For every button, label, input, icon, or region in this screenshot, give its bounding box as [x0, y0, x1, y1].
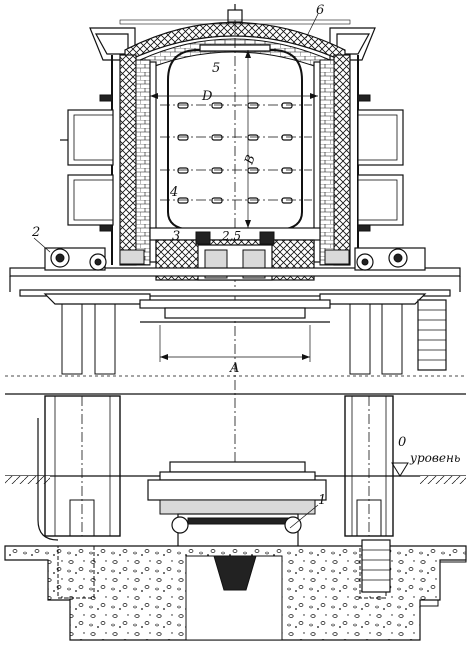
upper-support-posts: [61, 303, 403, 375]
label-level-zero: 0: [398, 435, 406, 450]
label-dim-b: B: [241, 153, 258, 167]
label-part-5: 5: [212, 61, 220, 76]
left-transformer-boxes: [60, 109, 114, 226]
right-pit-column: [344, 395, 394, 537]
label-part-1: 1: [318, 493, 326, 508]
right-drive-mechanism: [324, 247, 426, 271]
dimension-a: [159, 325, 311, 362]
label-dim-a: A: [229, 361, 239, 376]
dimension-d: [150, 93, 318, 99]
base-platform: [9, 267, 461, 323]
roof-hoods: [89, 27, 376, 61]
left-furnace-wall: [111, 54, 157, 266]
label-part-2: 2: [31, 225, 40, 240]
left-pit-column: [37, 395, 121, 541]
label-part-6: 6: [316, 3, 324, 18]
label-dim-25: 2,5: [221, 229, 241, 243]
right-furnace-wall: [313, 54, 359, 266]
lower-right-staircase: [361, 539, 391, 593]
right-transformer-boxes: [357, 109, 404, 226]
right-staircase: [417, 299, 447, 371]
label-dim-d: D: [201, 89, 213, 104]
label-level-word: уровень: [409, 451, 460, 465]
heating-elements: [177, 102, 293, 204]
left-drive-mechanism: [33, 237, 145, 271]
label-part-4: 4: [169, 185, 178, 200]
central-lift-table: [147, 461, 327, 551]
concrete-foundation: [4, 545, 467, 641]
dimension-b: [245, 50, 251, 228]
upper-furnace-section: [9, 4, 461, 615]
inner-retort: [160, 44, 312, 231]
lower-pit-section: [4, 375, 467, 641]
label-part-3: 3: [172, 229, 180, 244]
